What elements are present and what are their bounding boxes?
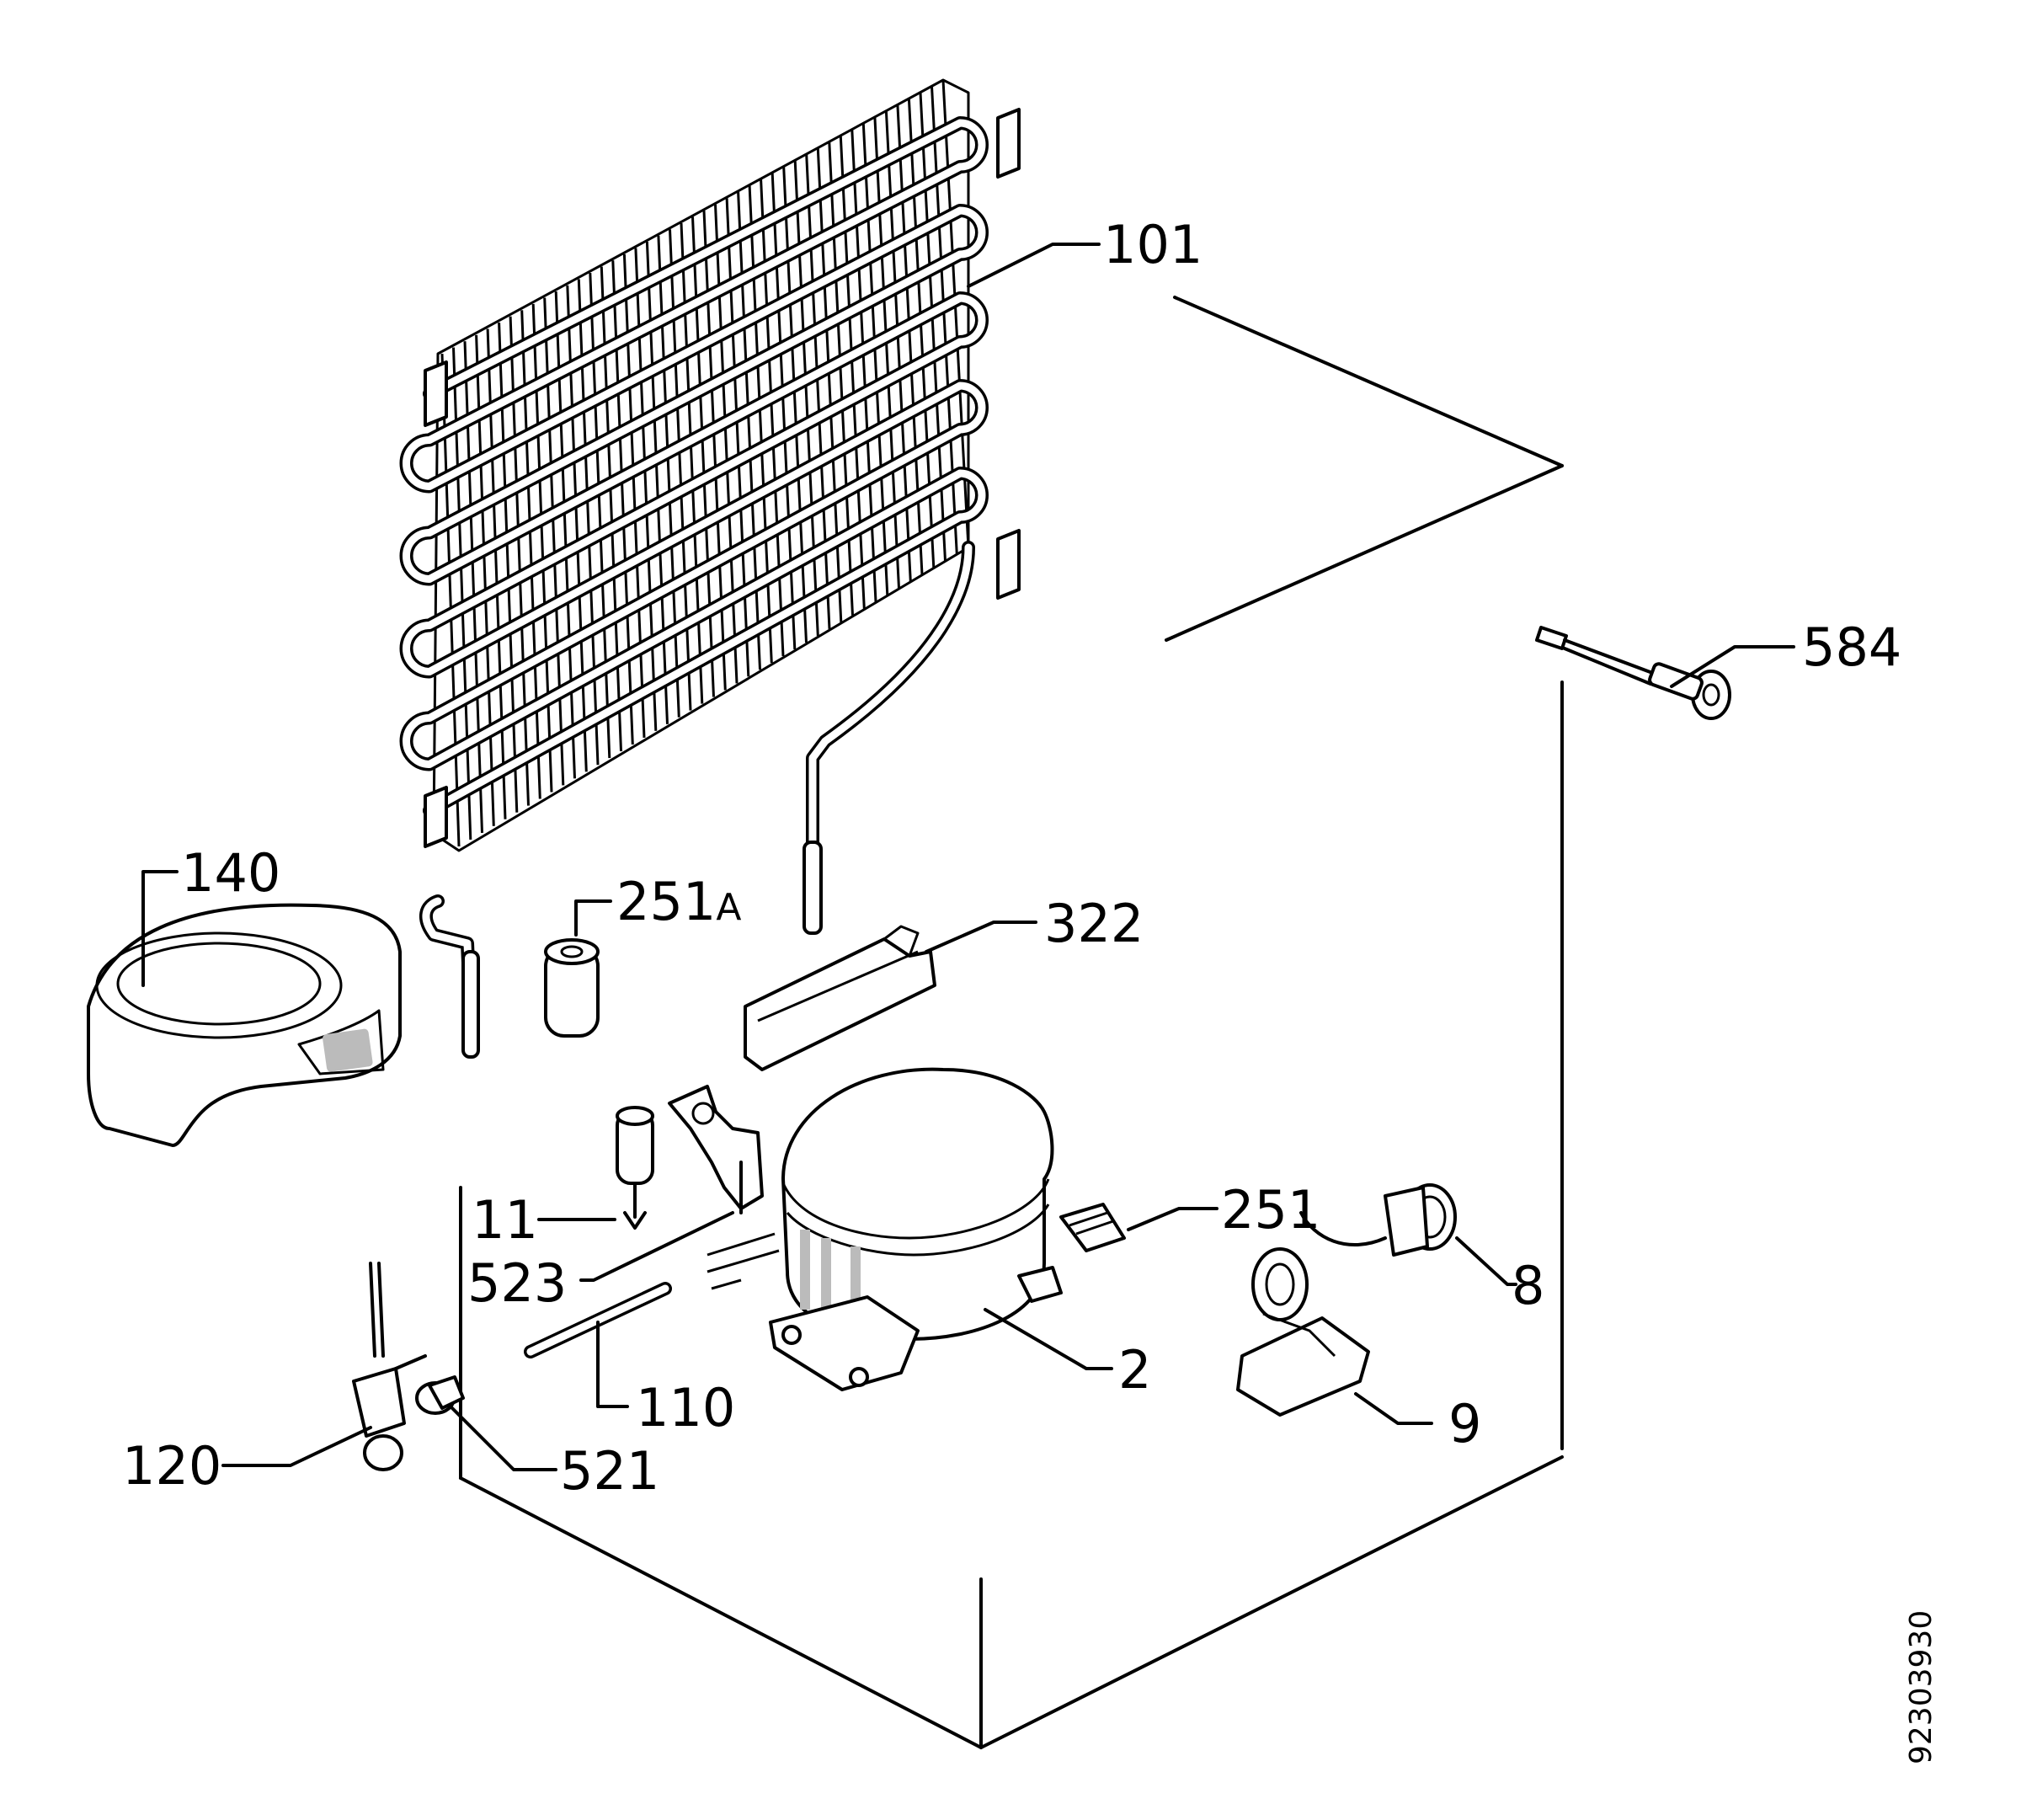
service-valve (352, 1262, 427, 1471)
label-11: 11 (472, 1189, 538, 1251)
compressor (769, 1067, 1063, 1391)
label-521: 521 (560, 1440, 659, 1502)
overload-protector (1299, 1183, 1457, 1257)
leader-lines (141, 243, 1795, 1471)
clip (668, 1085, 764, 1214)
label-120: 120 (122, 1435, 221, 1497)
document-number: 92303930 (1904, 1610, 1938, 1764)
label-523: 523 (467, 1252, 567, 1314)
label-110: 110 (636, 1377, 735, 1438)
label-9: 9 (1448, 1393, 1481, 1454)
label-322: 322 (1044, 893, 1144, 954)
label-584: 584 (1802, 616, 1901, 678)
label-251: 251 (1221, 1179, 1320, 1241)
bracket (744, 925, 936, 1071)
label-8: 8 (1512, 1255, 1544, 1316)
filter-drier-251a (544, 938, 600, 1038)
label-251a: 251A (616, 871, 741, 932)
label-2: 2 (1118, 1339, 1151, 1401)
terminal-block (1059, 1203, 1126, 1252)
grommet (415, 1375, 465, 1415)
capillary-tube (524, 1232, 780, 1358)
starter-relay (616, 1106, 654, 1230)
label-140: 140 (181, 842, 280, 904)
cabinet-outline (459, 296, 1564, 1749)
condenser-coil (399, 78, 1021, 1059)
label-101: 101 (1103, 214, 1202, 275)
thermostat-probe (1535, 626, 1731, 720)
condenser-tube-inner (403, 119, 986, 814)
terminal-clamp (1236, 1247, 1370, 1417)
drip-tray (87, 903, 402, 1147)
